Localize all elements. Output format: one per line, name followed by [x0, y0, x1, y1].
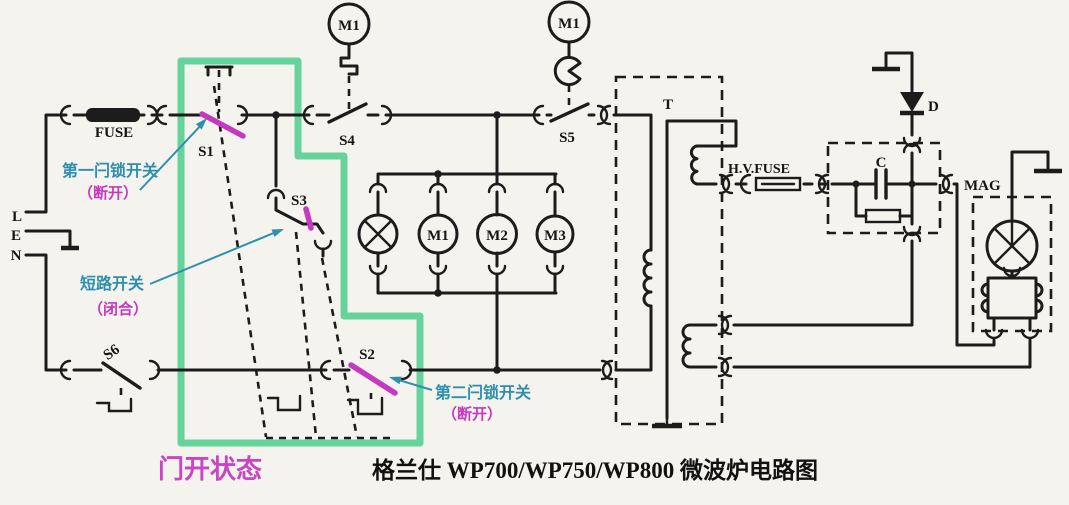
junction-dot [493, 111, 501, 119]
bleed-resistor [864, 208, 902, 224]
open-switch-blades-magenta [199, 111, 398, 396]
s5-label: S5 [559, 130, 575, 146]
s2-label: S2 [359, 347, 375, 363]
motor-m3-circle [535, 214, 575, 254]
connector-symbols [59, 104, 1040, 381]
diode-icon [900, 92, 924, 112]
transformer-box [614, 75, 724, 426]
door-open-highlight-outline [177, 57, 424, 447]
diode-label: D [928, 99, 939, 115]
short-switch-state: （闭合） [88, 300, 148, 318]
first-latch-state: （断开） [78, 184, 138, 202]
capacitor-plates [874, 168, 888, 200]
junction-dot [908, 180, 916, 188]
hv-fuse-body [754, 176, 802, 192]
s6-label: S6 [101, 341, 124, 363]
capacitor-box [826, 141, 942, 235]
ground-bars [61, 66, 1062, 429]
oven-lamp-circle [357, 213, 399, 255]
capacitor-label: C [876, 155, 887, 171]
fuse-label: FUSE [95, 125, 133, 141]
magnetron-label: MAG [964, 178, 1001, 194]
transformer-label: T [663, 97, 673, 113]
first-latch-annotation: 第一闩锁开关 [62, 161, 158, 180]
short-switch-annotation: 短路开关 [80, 274, 144, 293]
second-latch-annotation: 第二闩锁开关 [435, 383, 531, 402]
junction-dot [493, 366, 501, 374]
neutral-pin-label: N [11, 248, 22, 264]
magnetron-anode-circle [985, 219, 1039, 273]
motor-m3-label: M3 [544, 228, 566, 244]
door-open-state-caption: 门开状态 [158, 454, 262, 484]
timer-motor-circle [327, 2, 371, 46]
motor-m2-circle [476, 213, 518, 255]
cam-motor-circle [547, 0, 591, 44]
s4-label: S4 [339, 133, 355, 149]
diagram-title: 格兰仕 WP700/WP750/WP800 微波炉电路图 [372, 457, 818, 483]
junction-dots [272, 111, 916, 374]
s3-label: S3 [291, 193, 307, 209]
junction-dot [434, 289, 442, 297]
cam-motor-label: M1 [558, 16, 580, 32]
fuse-body [86, 108, 140, 122]
timer-motor-label: M1 [338, 18, 360, 34]
motor-m1-label: M1 [427, 228, 449, 244]
hv-fuse-label: H.V.FUSE [728, 162, 790, 177]
magnetron-filament-body [986, 276, 1038, 320]
second-latch-state: （断开） [442, 405, 502, 423]
circuit-wires [24, 40, 1050, 420]
motor-m1-circle [417, 213, 459, 255]
earth-pin-label: E [11, 228, 21, 244]
switch-blades [101, 102, 590, 390]
magnetron-anode-spokes [993, 221, 1031, 265]
motor-m2-label: M2 [486, 228, 508, 244]
s1-label: S1 [198, 144, 214, 160]
junction-dot [852, 180, 860, 188]
transformer-windings [642, 144, 1044, 369]
junction-dot [434, 170, 442, 178]
door-latch-hooks [95, 394, 384, 416]
cam-icon [553, 55, 582, 87]
live-pin-label: L [12, 209, 22, 225]
oven-lamp-cross [363, 219, 393, 249]
door-linkage-dashed-lines [119, 70, 571, 440]
junction-dot [272, 111, 280, 119]
